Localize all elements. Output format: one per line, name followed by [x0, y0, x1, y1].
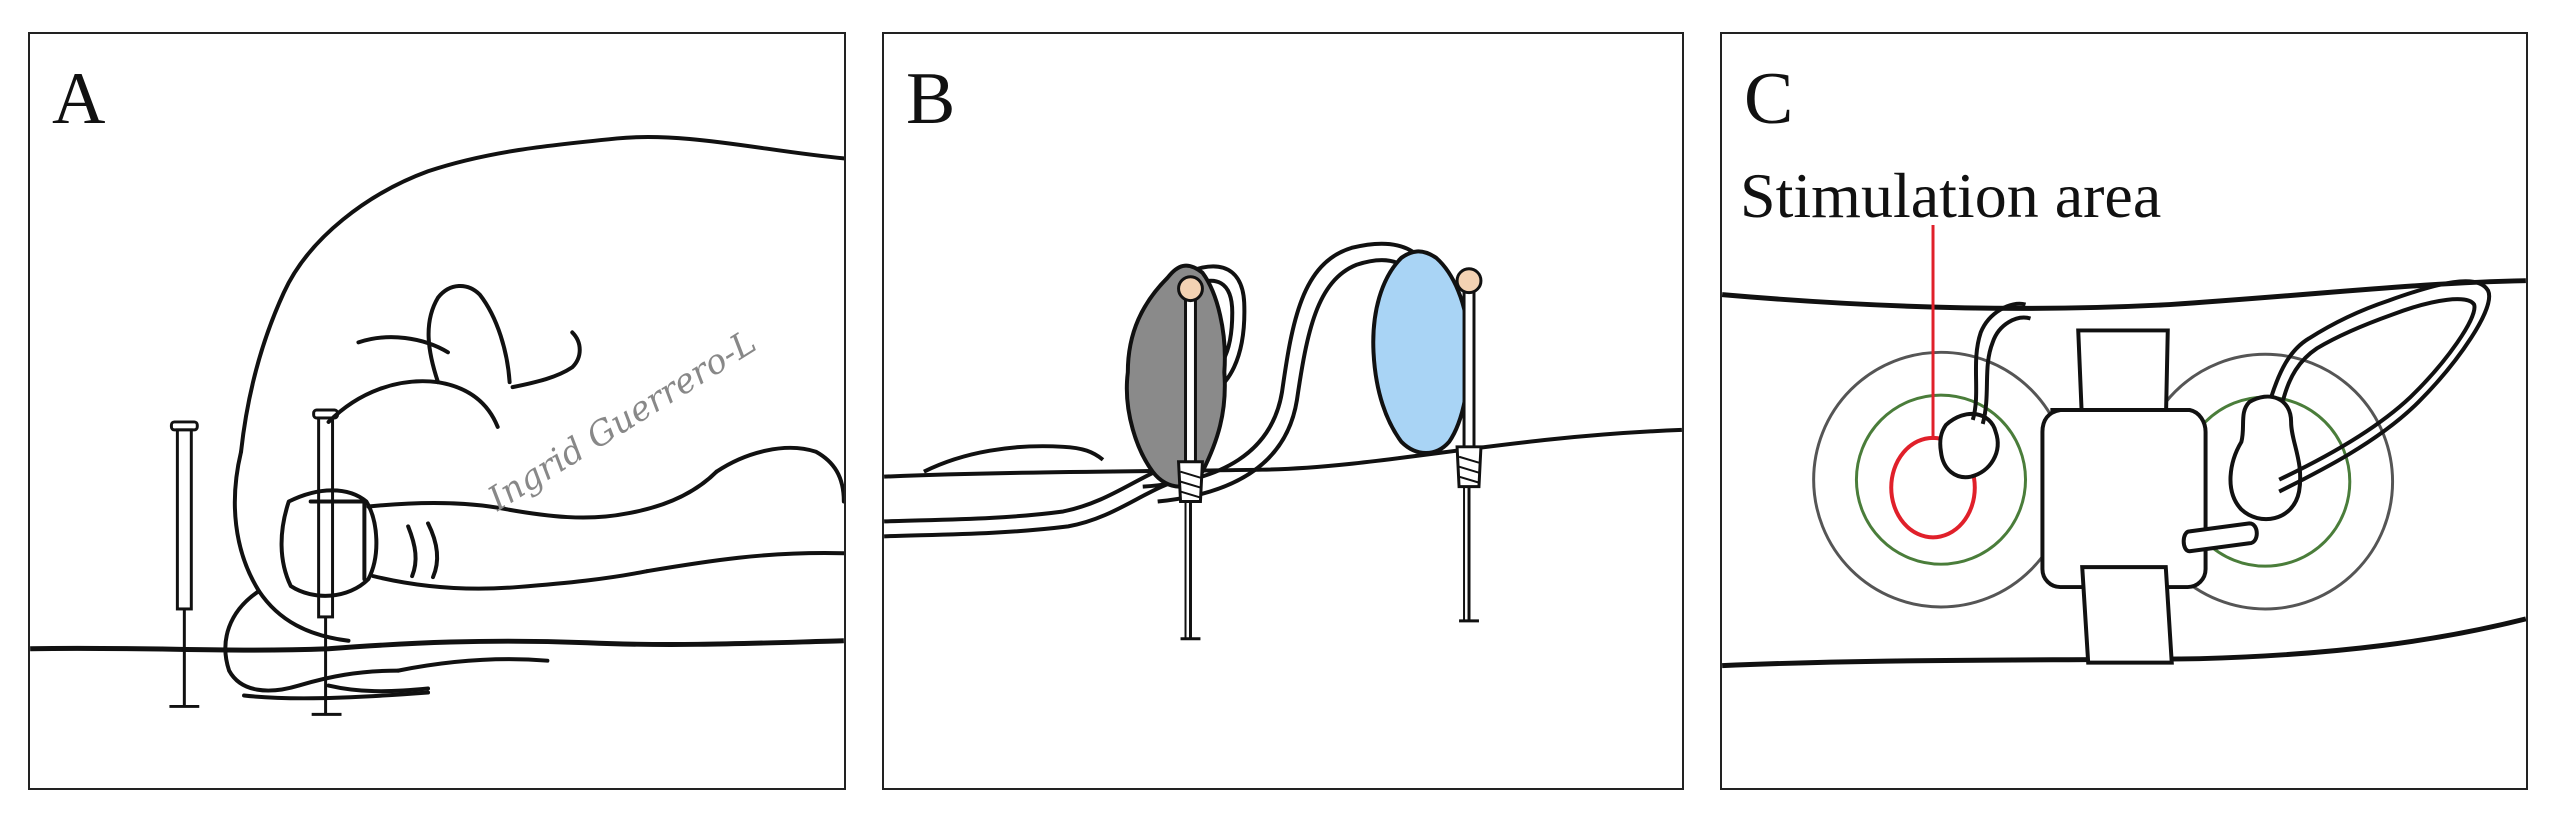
- acupuncture-needle-right: [311, 408, 342, 716]
- needle-left: [1176, 275, 1204, 641]
- artist-signature: Ingrid Guerrero-L: [480, 322, 762, 519]
- skin-line: [884, 427, 1682, 479]
- panel-a-needle-insertion: Ingrid Guerrero-L A: [28, 32, 846, 790]
- needle-right: [1455, 267, 1483, 623]
- stimulation-area-label: Stimulation area: [1740, 160, 2162, 231]
- blue-electrode-pad: [1371, 249, 1472, 456]
- electrode-clip-right: [1455, 445, 1483, 489]
- limb-top-edge: [1722, 278, 2526, 311]
- panel-c-label: C: [1744, 58, 1794, 140]
- panel-a-label: A: [52, 58, 106, 140]
- panel-c-stimulation-area: C Stimulation area: [1720, 32, 2528, 790]
- green-ring-left: [1854, 393, 2028, 566]
- panel-a-drawing: Ingrid Guerrero-L: [30, 135, 844, 716]
- electrode-clip-left: [1176, 460, 1204, 504]
- gray-ring-left: [1812, 350, 2070, 609]
- lead-wire-center: [1142, 241, 1421, 504]
- gray-electrode-pad: [1124, 263, 1227, 489]
- hand-drawing: [223, 135, 844, 701]
- electrode-right: [2181, 279, 2492, 554]
- limb-bottom-edge: [1722, 616, 2526, 669]
- panel-b-drawing: [884, 241, 1682, 641]
- panel-b-label: B: [906, 58, 956, 140]
- tens-device-strap: [2040, 328, 2208, 665]
- panel-c-drawing: [1722, 224, 2526, 669]
- panel-b-electrodes-attached: B: [882, 32, 1684, 790]
- skin-line: [30, 638, 844, 653]
- electrode-left: [1938, 301, 2032, 480]
- lead-wire-left: [884, 444, 1188, 539]
- acupuncture-needle-left: [169, 420, 200, 708]
